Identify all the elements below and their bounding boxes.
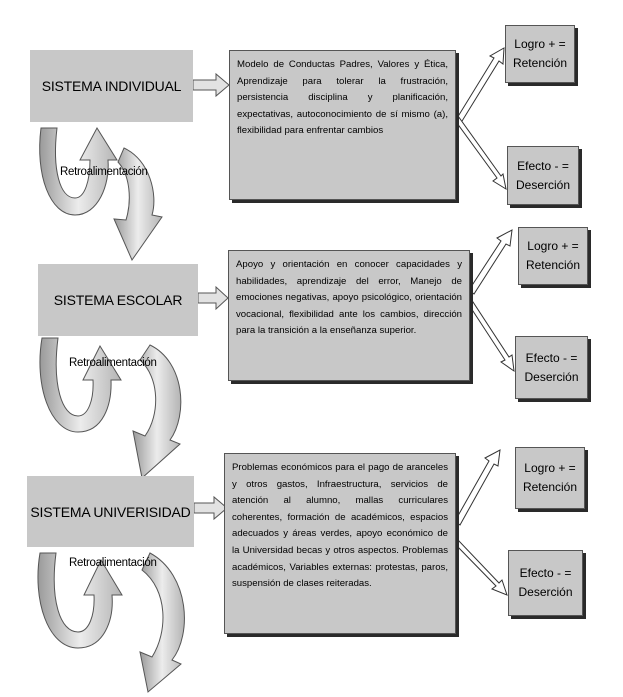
feedback-label-1: Retroalimentación	[60, 166, 148, 178]
arrow-logro-3	[454, 449, 501, 526]
system-individual-title: SISTEMA INDIVIDUAL	[41, 78, 182, 94]
description-escolar: Apoyo y orientación en conocer capacidad…	[228, 250, 470, 381]
block-arrow-escolar	[197, 285, 229, 311]
description-escolar-text: Apoyo y orientación en conocer capacidad…	[236, 259, 462, 337]
system-universidad-box: SISTEMA UNIVERISIDAD	[27, 476, 194, 547]
arrow-logro-1	[453, 47, 505, 127]
feedback-label-2: Retroalimentación	[69, 357, 157, 369]
block-arrow-individual	[192, 72, 230, 98]
feedback-label-3: Retroalimentación	[69, 557, 157, 569]
outcome-positive-1-label: Logro + = Retención	[512, 37, 568, 70]
feedback-loop-3	[37, 552, 123, 649]
feedback-loop-2	[39, 337, 122, 433]
outcome-positive-2: Logro + = Retención	[518, 227, 588, 285]
outcome-negative-3-label: Efecto - = Deserción	[518, 566, 573, 599]
outcome-negative-2-label: Efecto - = Deserción	[524, 350, 579, 384]
system-escolar-box: SISTEMA ESCOLAR	[38, 264, 198, 336]
outcome-positive-1: Logro + = Retención	[505, 25, 575, 83]
system-escolar-title: SISTEMA ESCOLAR	[53, 292, 183, 308]
description-individual-text: Modelo de Conductas Padres, Valores y Ét…	[237, 59, 448, 137]
block-arrow-universidad	[193, 495, 228, 521]
outcome-positive-2-label: Logro + = Retención	[525, 239, 581, 272]
feedback-arrow-3	[139, 552, 185, 693]
feedback-arrow-1	[113, 147, 163, 262]
outcome-negative-3: Efecto - = Deserción	[508, 550, 583, 616]
description-universidad-text: Problemas económicos para el pago de ara…	[232, 462, 448, 590]
system-universidad-title: SISTEMA UNIVERISIDAD	[30, 503, 191, 520]
outcome-negative-1: Efecto - = Deserción	[507, 146, 579, 205]
system-individual-box: SISTEMA INDIVIDUAL	[30, 50, 193, 122]
outcome-positive-3: Logro + = Retención	[515, 447, 585, 509]
feedback-arrow-2	[132, 344, 182, 479]
feedback-loop-1	[39, 127, 118, 216]
arrow-logro-2	[468, 229, 513, 295]
outcome-negative-1-label: Efecto - = Deserción	[515, 158, 571, 192]
arrow-efecto-2	[468, 301, 515, 373]
description-universidad: Problemas económicos para el pago de ara…	[224, 453, 456, 634]
arrow-efecto-1	[453, 115, 507, 191]
outcome-positive-3-label: Logro + = Retención	[522, 461, 578, 494]
arrow-efecto-3	[454, 540, 508, 596]
outcome-negative-2: Efecto - = Deserción	[515, 336, 588, 399]
description-individual: Modelo de Conductas Padres, Valores y Ét…	[229, 50, 456, 200]
